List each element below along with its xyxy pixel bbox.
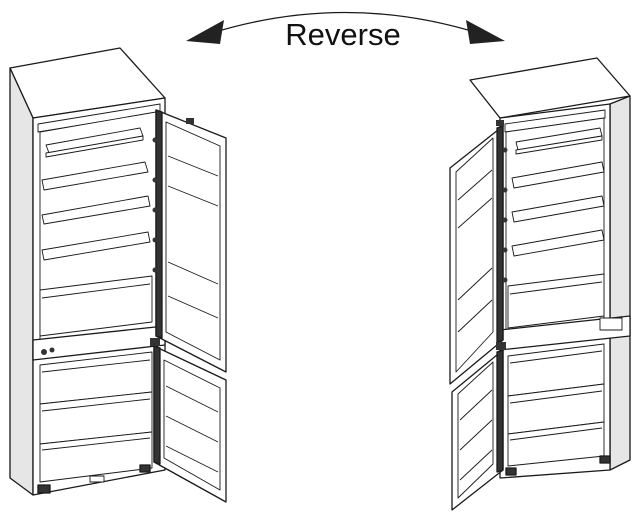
arrow-head-right-icon [466,20,505,44]
fridge-left [9,47,227,503]
reverse-arrow: Reverse [186,11,505,52]
left-lower-door [150,338,227,503]
reverse-label: Reverse [285,17,400,52]
fridge-right [449,57,631,511]
arrow-head-left-icon [186,20,224,44]
left-upper-door [152,109,227,373]
right-upper-door [449,120,508,385]
right-lower-door [451,342,506,511]
arrow-arc [211,11,479,34]
